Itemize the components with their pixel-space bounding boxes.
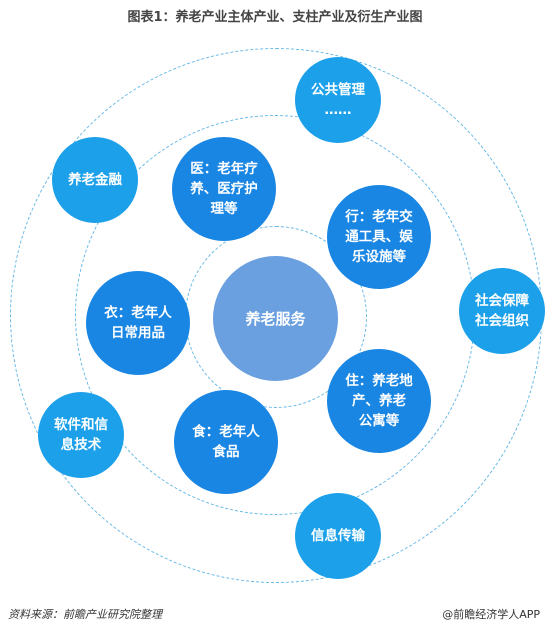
- outer-node-label: 信息传输: [311, 528, 365, 544]
- outer-node-elderly-finance: 养老金融: [52, 137, 138, 223]
- middle-node-label: 衣：老年人 日常用品: [104, 305, 172, 341]
- middle-node-label: 住：养老地 产、养老 公寓等: [345, 373, 413, 429]
- outer-node-label: 公共管理 ……: [311, 82, 365, 118]
- middle-node-transport: 行：老年交 通工具、娱 乐设施等: [327, 185, 431, 289]
- outer-node-public-management: 公共管理 ……: [295, 57, 381, 143]
- middle-node-label: 医：老年疗 养、医疗护 理等: [190, 161, 258, 217]
- middle-node-label: 食：老年人 食品: [192, 424, 260, 460]
- outer-node-software-it: 软件和信 息技术: [38, 392, 124, 478]
- outer-node-social-security: 社会保障 社会组织: [459, 268, 545, 354]
- middle-node-medical: 医：老年疗 养、医疗护 理等: [172, 137, 276, 241]
- outer-node-label: 养老金融: [68, 172, 122, 188]
- outer-node-information-transmission: 信息传输: [295, 493, 381, 579]
- outer-node-label: 社会保障 社会组织: [475, 293, 529, 329]
- outer-node-label: 软件和信 息技术: [54, 417, 108, 453]
- middle-node-food: 食：老年人 食品: [174, 390, 278, 494]
- middle-node-housing: 住：养老地 产、养老 公寓等: [327, 349, 431, 453]
- center-node-label: 养老服务: [245, 310, 306, 328]
- credit-note: @前瞻经济学人APP: [442, 608, 540, 621]
- diagram-title: 图表1：养老产业主体产业、支柱产业及衍生产业图: [127, 10, 423, 25]
- middle-node-clothing: 衣：老年人 日常用品: [86, 271, 190, 375]
- source-note: 资料来源：前瞻产业研究院整理: [8, 608, 162, 621]
- center-node-elderly-care-service: 养老服务: [213, 256, 338, 381]
- middle-node-label: 行：老年交 通工具、娱 乐设施等: [345, 209, 413, 265]
